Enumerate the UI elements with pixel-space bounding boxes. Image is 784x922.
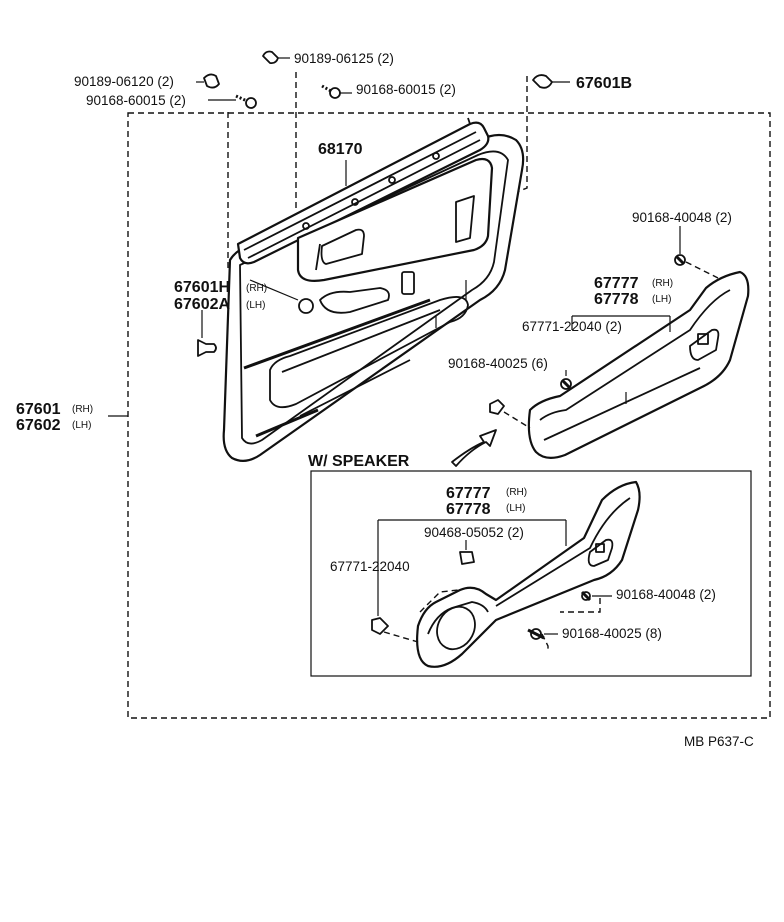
clip-90189-06125 xyxy=(262,50,290,65)
armrest-67777 xyxy=(527,270,750,459)
label-67778-b-lh: (LH) xyxy=(506,503,525,514)
clip-67771-22040-b xyxy=(371,617,389,635)
screw-90168-60015-right xyxy=(321,84,352,99)
speaker-variant-arrow xyxy=(451,429,497,467)
label-67601B: 67601B xyxy=(576,75,632,92)
clip-67601H xyxy=(197,310,217,357)
label-90168-40048-a: 90168-40048 (2) xyxy=(632,210,732,225)
leader-dash-speaker-2 xyxy=(383,631,419,643)
label-90189-06120: 90189-06120 (2) xyxy=(74,74,174,89)
armrest-with-speaker xyxy=(416,480,641,668)
label-90168-40025-b: 90168-40025 (8) xyxy=(562,626,662,641)
label-67601-rh: (RH) xyxy=(72,404,93,415)
label-90168-60015-left: 90168-60015 (2) xyxy=(86,93,186,108)
label-68170: 68170 xyxy=(318,141,363,158)
figure-code: MB P637-C xyxy=(684,734,754,749)
clip-67601B xyxy=(532,74,570,89)
screw-90168-40048-b xyxy=(580,590,612,602)
screw-90168-40048-a xyxy=(674,254,686,266)
label-67771-22040-a: 67771-22040 (2) xyxy=(522,319,622,334)
clip-90468-05052 xyxy=(459,551,475,565)
label-67601H: 67601H xyxy=(174,279,230,296)
label-67602A: 67602A xyxy=(174,296,230,313)
label-90168-60015-right: 90168-60015 (2) xyxy=(356,82,456,97)
label-90168-40025-a: 90168-40025 (6) xyxy=(448,356,548,371)
label-67778-a: 67778 xyxy=(594,291,639,308)
label-67602A-lh: (LH) xyxy=(246,300,265,311)
upper-garnish-68170 xyxy=(236,117,494,282)
label-67771-22040-b: 67771-22040 xyxy=(330,559,410,574)
clip-90189-06120 xyxy=(196,73,220,89)
label-67778-a-lh: (LH) xyxy=(652,294,671,305)
screw-90168-40025-b xyxy=(527,628,558,640)
assembly-boundary xyxy=(127,112,771,719)
speaker-inset-box xyxy=(310,470,752,677)
clip-armrest-lower xyxy=(489,399,505,415)
leader-67601H-panel xyxy=(249,279,299,301)
label-67778-b: 67778 xyxy=(446,501,491,518)
label-67777-b-rh: (RH) xyxy=(506,487,527,498)
leader-dash-speaker-1 xyxy=(419,589,459,613)
label-90189-06125: 90189-06125 (2) xyxy=(294,51,394,66)
leader-dash-speaker-3 xyxy=(560,598,601,613)
label-67777-a: 67777 xyxy=(594,275,639,292)
label-67777-a-rh: (RH) xyxy=(652,278,673,289)
screw-90168-60015-left xyxy=(208,94,257,109)
label-90468-05052: 90468-05052 (2) xyxy=(424,525,524,540)
label-w-speaker: W/ SPEAKER xyxy=(308,453,410,470)
label-67601H-rh: (RH) xyxy=(246,283,267,294)
leader-dash-armrest-top xyxy=(685,261,719,279)
screw-90168-40025-a xyxy=(560,378,572,390)
label-67601: 67601 xyxy=(16,401,61,418)
label-90168-40048-b: 90168-40048 (2) xyxy=(616,587,716,602)
leader-dash-armrest-lower xyxy=(503,411,531,429)
label-67602: 67602 xyxy=(16,417,61,434)
label-67777-b: 67777 xyxy=(446,485,491,502)
label-67602-lh: (LH) xyxy=(72,420,91,431)
